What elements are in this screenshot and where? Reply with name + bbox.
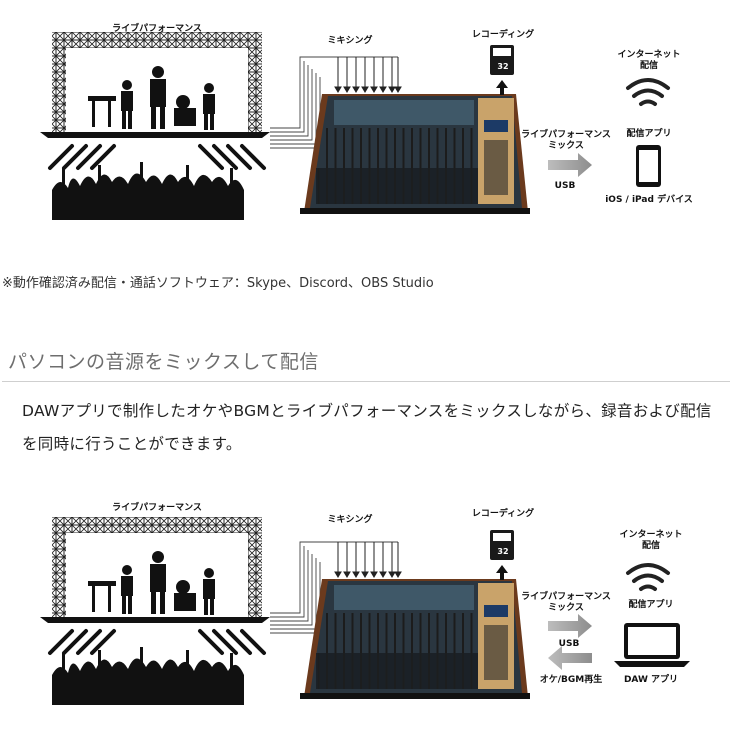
- recording-label: レコーディング: [471, 509, 535, 519]
- internet-label-line2: 配信: [639, 61, 659, 71]
- section-divider: [2, 381, 730, 382]
- diagram-ipad-streaming: ライブパフォーマンス ミキシング レコーディング 32 ライブパフォーマンス ミ…: [0, 0, 730, 245]
- diagram-daw-streaming: ライブパフォーマンス ミキシング レコーディング 32 ライブパフォーマンス ミ…: [0, 485, 730, 730]
- sd-capacity-label: 32: [497, 62, 509, 71]
- wifi-icon: [626, 563, 670, 591]
- stage-truss: [40, 32, 270, 138]
- compatibility-note: ※動作確認済み配信・通話ソフトウェア：Skype、Discord、OBS Stu…: [2, 276, 434, 291]
- mixing-label: ミキシング: [327, 36, 373, 46]
- mix-label-line1: ライブパフォーマンス: [521, 130, 611, 140]
- usb-label: USB: [554, 181, 576, 191]
- mixer-console: [300, 579, 530, 699]
- usb-out-arrow: [548, 614, 592, 638]
- laptop-icon: [614, 623, 690, 667]
- mixing-arrows: [334, 57, 402, 93]
- crowd-silhouette: [52, 647, 244, 705]
- sd-capacity-label: 32: [497, 547, 509, 556]
- internet-label-line1: インターネット: [619, 530, 683, 540]
- mix-label-line2: ミックス: [548, 141, 584, 151]
- usb-arrow: [548, 153, 592, 177]
- band-silhouette: [88, 551, 215, 615]
- sd-card: [490, 45, 514, 95]
- usb-return-arrow: [548, 646, 592, 670]
- device-label: DAW アプリ: [623, 675, 679, 685]
- return-label: オケ/BGM再生: [539, 675, 603, 685]
- stage-truss: [40, 517, 270, 623]
- mixing-arrows: [334, 542, 402, 578]
- usb-label: USB: [558, 639, 580, 649]
- mixer-console: [300, 94, 530, 214]
- internet-label-line1: インターネット: [617, 50, 681, 60]
- input-cables: [270, 541, 398, 634]
- band-silhouette: [88, 66, 215, 130]
- app-label: 配信アプリ: [628, 600, 674, 610]
- app-label: 配信アプリ: [626, 129, 672, 139]
- sd-card: [490, 530, 514, 580]
- recording-label: レコーディング: [471, 30, 535, 40]
- device-label: iOS / iPad デバイス: [605, 195, 693, 205]
- mix-label-line1: ライブパフォーマンス: [521, 592, 611, 602]
- microphones: [48, 144, 266, 170]
- stage-label: ライブパフォーマンス: [112, 24, 202, 34]
- section-title: パソコンの音源をミックスして配信: [8, 351, 319, 373]
- wifi-icon: [626, 78, 670, 106]
- mixing-label: ミキシング: [327, 515, 373, 525]
- microphones: [48, 629, 266, 655]
- stage-label: ライブパフォーマンス: [112, 503, 202, 513]
- mix-label-line2: ミックス: [548, 603, 584, 613]
- diagram-graphic-2: [40, 517, 690, 705]
- internet-label-line2: 配信: [641, 541, 661, 551]
- section-body: DAWアプリで制作したオケやBGMとライブパフォーマンスをミックスしながら、録音…: [22, 402, 712, 453]
- ipad-device-icon: [636, 145, 661, 187]
- crowd-silhouette: [52, 162, 244, 220]
- diagram-graphic: [40, 32, 670, 220]
